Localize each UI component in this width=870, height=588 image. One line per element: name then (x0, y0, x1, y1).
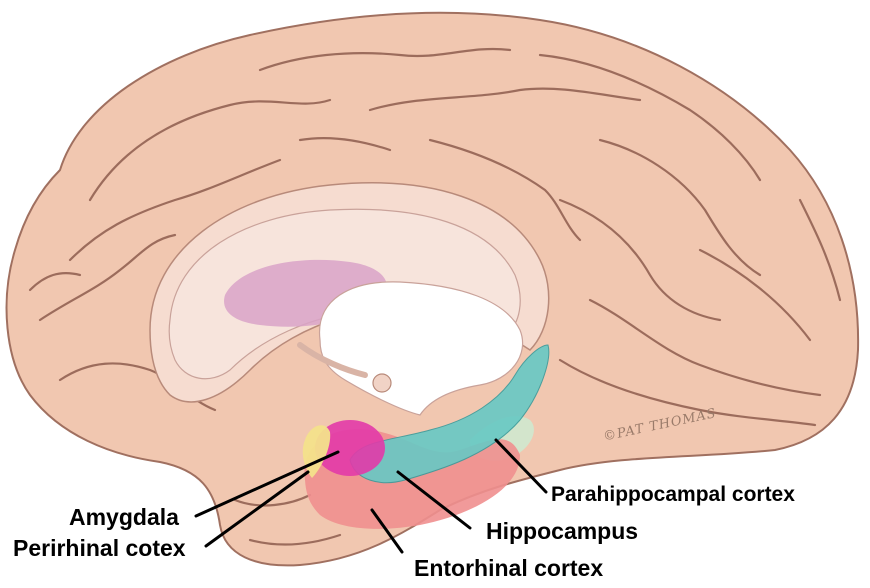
amygdala-pointer (194, 450, 340, 518)
label-entorhinal: Entorhinal cortex (414, 555, 604, 581)
hippocampus-pointer (396, 470, 472, 530)
label-hippocampus: Hippocampus (486, 518, 639, 544)
mammillary-body (372, 373, 392, 393)
label-amygdala: Amygdala (69, 504, 179, 530)
perirhinal-pointer (204, 470, 310, 548)
label-perirhinal: Perirhinal cotex (13, 535, 186, 561)
pointer-lines (194, 438, 548, 554)
entorhinal-pointer (370, 508, 404, 554)
label-parahippocampal: Parahippocampal cortex (551, 483, 795, 506)
parahippocampal-pointer (494, 438, 548, 494)
amygdala-region (315, 420, 385, 476)
hippocampus-region (349, 344, 550, 484)
lateral-ventricle (318, 281, 524, 416)
fornix (297, 342, 368, 378)
